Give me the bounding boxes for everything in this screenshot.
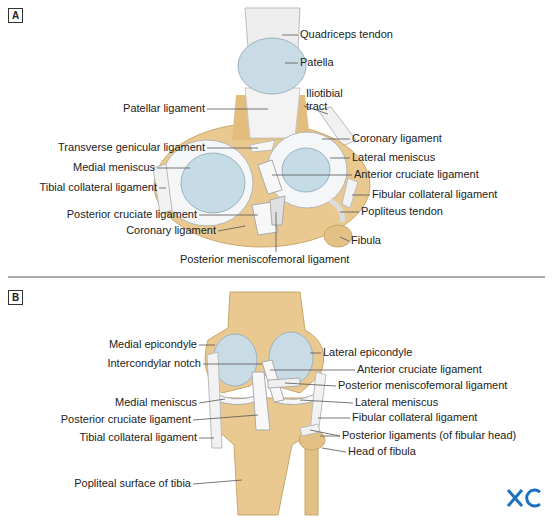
anatomy-label: Anterior cruciate ligament	[354, 168, 479, 181]
anatomy-label: Fibular collateral ligament	[352, 411, 477, 424]
superior-knee-view-part	[270, 196, 285, 225]
leader-lines-part	[320, 436, 340, 437]
leader-lines-part	[300, 400, 353, 403]
superior-knee-view-part	[250, 140, 275, 152]
anatomy-label: Medial meniscus	[73, 161, 155, 174]
leader-lines-part	[199, 438, 214, 439]
superior-knee-view-part	[181, 153, 245, 213]
anatomy-label: Fibular collateral ligament	[372, 188, 497, 201]
anatomy-label: Medial meniscus	[115, 396, 197, 409]
leader-lines-part	[207, 148, 258, 149]
logo-mark	[508, 490, 540, 506]
leader-lines-part	[340, 212, 359, 213]
leader-lines-part	[322, 139, 350, 140]
anatomy-label: Popliteal surface of tibia	[74, 477, 191, 490]
anatomy-label: Head of fibula	[348, 445, 416, 458]
leader-lines-part	[352, 195, 370, 196]
superior-knee-view-part	[238, 38, 306, 94]
leader-lines-part	[199, 215, 258, 216]
anatomy-label: Patella	[300, 56, 334, 69]
leader-lines-part	[218, 226, 245, 231]
anatomy-label: Posterior cruciate ligament	[67, 208, 197, 221]
anatomy-label: Tibial collateral ligament	[39, 181, 157, 194]
superior-knee-view-part	[282, 148, 330, 192]
leader-lines-part	[276, 212, 277, 252]
leader-lines-part	[340, 237, 349, 241]
superior-knee-view-part	[324, 225, 352, 247]
leader-lines-part	[322, 448, 346, 452]
anatomy-label: Posterior meniscofemoral ligament	[180, 253, 349, 266]
leader-lines-part	[193, 415, 258, 420]
anatomy-label: Posterior cruciate ligament	[61, 413, 191, 426]
anatomy-label: Lateral epicondyle	[323, 346, 412, 359]
leader-lines-part	[270, 370, 355, 371]
leader-lines-part	[285, 63, 298, 64]
superior-knee-view-part	[342, 178, 358, 208]
leader-lines-part	[199, 399, 225, 403]
anatomy-label: Fibula	[351, 234, 381, 247]
anatomy-label: Intercondylar notch	[107, 357, 201, 370]
superior-knee-view-part	[245, 88, 300, 138]
anatomy-label: Quadriceps tendon	[300, 28, 393, 41]
logo-mark-part	[508, 490, 522, 506]
anatomy-label: Medial epicondyle	[109, 338, 197, 351]
anatomy-label: Coronary ligament	[352, 132, 442, 145]
posterior-knee-view-part	[213, 334, 257, 386]
anatomy-label: Lateral meniscus	[355, 396, 438, 409]
anatomy-label: Anterior cruciate ligament	[357, 363, 482, 376]
panel-letter-box: A	[8, 8, 23, 23]
anatomy-label: Lateral meniscus	[352, 151, 435, 164]
leader-lines-part	[193, 480, 242, 484]
panel-letter: B	[12, 292, 19, 303]
leader-lines-part	[272, 175, 352, 176]
leader-lines-part	[330, 158, 350, 159]
anatomy-label: Popliteus tendon	[361, 205, 443, 218]
leader-lines-part	[282, 35, 298, 36]
leader-lines-part	[310, 353, 321, 354]
leader-lines-part	[207, 109, 268, 110]
leader-lines-part	[199, 345, 215, 346]
superior-knee-view-part	[330, 200, 343, 222]
leader-lines-part	[285, 383, 336, 386]
leader-lines-part	[159, 188, 166, 189]
posterior-knee-view-part	[268, 378, 300, 388]
leader-lines-part	[203, 364, 262, 365]
anatomy-label: Patellar ligament	[123, 102, 205, 115]
leader-lines-part	[318, 418, 350, 419]
anatomy-label: Posterior meniscofemoral ligament	[338, 379, 507, 392]
logo-mark-part	[527, 490, 540, 506]
panel-divider	[8, 277, 545, 278]
anatomy-label: Posterior ligaments (of fibular head)	[342, 429, 516, 442]
superior-knee-view-part	[258, 160, 282, 194]
panel-letter: A	[12, 10, 19, 21]
leader-lines-part	[157, 168, 190, 169]
anatomy-label: Iliotibial tract	[306, 87, 358, 113]
panel-letter-box: B	[8, 290, 23, 305]
leader-lines-part	[310, 430, 340, 436]
posterior-knee-view-part	[252, 372, 270, 430]
anatomy-label: Tibial collateral ligament	[79, 431, 197, 444]
superior-knee-view-part	[267, 132, 347, 208]
anatomy-label: Coronary ligament	[126, 224, 216, 237]
anatomy-label: Transverse genicular ligament	[58, 141, 205, 154]
posterior-knee-view-part	[305, 444, 318, 515]
